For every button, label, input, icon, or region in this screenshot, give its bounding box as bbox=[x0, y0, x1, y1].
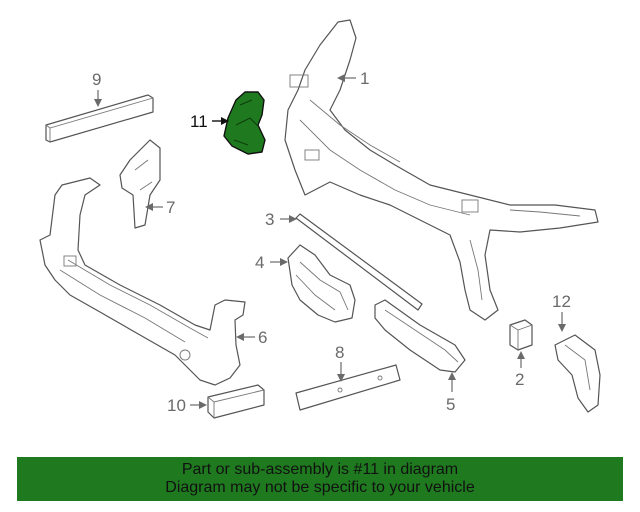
callout-9: 9 bbox=[92, 70, 102, 107]
parts-diagram: 1 2 3 4 5 6 7 8 9 10 bbox=[39, 19, 601, 419]
svg-text:2: 2 bbox=[515, 370, 524, 389]
part-7-side-bracket[interactable] bbox=[119, 139, 161, 229]
part-2-block[interactable] bbox=[509, 319, 533, 351]
callout-10: 10 bbox=[167, 396, 207, 415]
callout-6: 6 bbox=[236, 328, 267, 347]
part-9-top-bar[interactable] bbox=[45, 94, 154, 143]
svg-text:3: 3 bbox=[265, 210, 274, 229]
svg-text:5: 5 bbox=[446, 395, 455, 414]
svg-text:6: 6 bbox=[258, 328, 267, 347]
svg-text:4: 4 bbox=[255, 253, 264, 272]
callout-2: 2 bbox=[515, 351, 525, 389]
callout-3: 3 bbox=[265, 210, 297, 229]
part-3-rod[interactable] bbox=[295, 213, 423, 311]
part-info-banner: Part or sub-assembly is #11 in diagram D… bbox=[17, 457, 623, 501]
svg-text:12: 12 bbox=[552, 292, 571, 311]
part-6-lower-tie-bar[interactable] bbox=[39, 177, 246, 386]
svg-text:8: 8 bbox=[335, 343, 344, 362]
part-12-bracket[interactable] bbox=[554, 334, 601, 413]
callout-8: 8 bbox=[335, 343, 345, 382]
banner-line-1: Part or sub-assembly is #11 in diagram bbox=[181, 461, 459, 478]
callout-11: 11 bbox=[190, 112, 229, 131]
svg-text:9: 9 bbox=[92, 70, 101, 89]
svg-text:7: 7 bbox=[166, 198, 175, 217]
svg-text:10: 10 bbox=[167, 396, 186, 415]
part-10-block[interactable] bbox=[207, 384, 265, 419]
svg-text:11: 11 bbox=[190, 112, 208, 131]
part-1-radiator-support[interactable] bbox=[284, 19, 599, 321]
callout-1: 1 bbox=[337, 69, 369, 88]
part-8-flat-bar[interactable] bbox=[295, 364, 401, 411]
callout-4: 4 bbox=[255, 253, 288, 272]
svg-text:1: 1 bbox=[360, 69, 369, 88]
callout-5: 5 bbox=[446, 372, 456, 414]
part-5-lower-bracket[interactable] bbox=[374, 299, 466, 373]
callout-7: 7 bbox=[145, 198, 175, 217]
part-11-highlighted[interactable] bbox=[223, 91, 266, 155]
callout-12: 12 bbox=[552, 292, 571, 332]
part-4-bracket[interactable] bbox=[287, 244, 356, 323]
banner-line-2: Diagram may not be specific to your vehi… bbox=[165, 479, 475, 496]
